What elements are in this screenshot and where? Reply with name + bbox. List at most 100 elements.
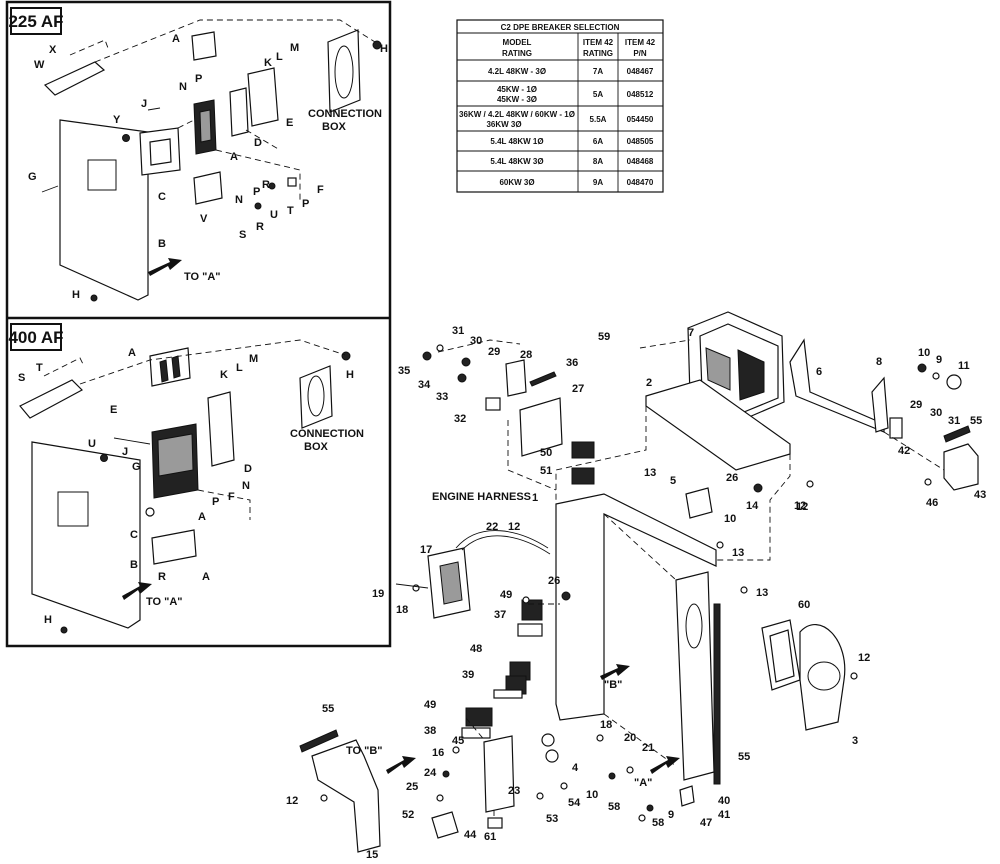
- callout-14: 8: [876, 356, 882, 368]
- letter-400-6: T: [36, 362, 43, 374]
- table-row-5-pn: 048470: [627, 178, 654, 187]
- letter-225-18: R: [256, 221, 264, 233]
- callout-0: 31: [452, 325, 464, 337]
- callout-53: 24: [424, 767, 437, 779]
- label-engine-harness: ENGINE HARNESS: [432, 491, 531, 503]
- letter-225-13: D: [254, 137, 262, 149]
- callout-31: 43: [974, 489, 986, 501]
- callout-7: 33: [436, 391, 448, 403]
- callout-71: 47: [700, 817, 712, 829]
- strip-55-vertical: [713, 603, 721, 785]
- table-row-4-rating: 8A: [593, 157, 603, 166]
- inset-400af: 400 AF TO "A" CONNECTION BOX A K: [8, 323, 364, 634]
- inset-400-title: 400 AF: [8, 328, 63, 347]
- label-to-b: TO "B": [346, 745, 383, 757]
- cover-43: [943, 443, 979, 491]
- table-header-rating-1: ITEM 42: [583, 38, 614, 47]
- callout-6: 34: [418, 379, 431, 391]
- breaker-selection-table: C2 DPE BREAKER SELECTION MODEL RATING IT…: [456, 19, 664, 193]
- part-40: [679, 785, 695, 807]
- letter-225-24: P: [302, 198, 309, 210]
- letter-225-0: A: [172, 33, 180, 45]
- callout-4: 36: [566, 357, 578, 369]
- arrow-to-a-225: [148, 258, 182, 276]
- callout-50: 38: [424, 725, 436, 737]
- callout-73: 40: [718, 795, 730, 807]
- callout-34: 22: [486, 521, 498, 533]
- letter-400-19: A: [202, 571, 210, 583]
- callout-10: 59: [598, 331, 610, 343]
- strip-55-right: [943, 425, 971, 443]
- callout-17: 11: [958, 360, 970, 372]
- screw-h-225-top: [372, 40, 382, 50]
- bracket-6: [789, 338, 885, 433]
- letter-225-3: J: [141, 98, 147, 110]
- table-row-2-rating: 5.5A: [590, 115, 607, 124]
- terminal-a-225-bottom: [193, 171, 223, 205]
- arrow-to-a-400: [122, 582, 152, 600]
- inset-frame: [5, 0, 392, 648]
- block-49-upper: [521, 599, 543, 621]
- plate-d-225: [229, 87, 249, 137]
- label-to-a-400: TO "A": [146, 596, 183, 608]
- callout-66: 10: [586, 789, 598, 801]
- label-to-a-225: TO "A": [184, 271, 221, 283]
- table-row-2-pn: 054450: [627, 115, 654, 124]
- letter-400-7: E: [110, 404, 117, 416]
- table-row-1-model-2: 45KW - 3Ø: [497, 95, 537, 104]
- callout-42: 49: [500, 589, 512, 601]
- relay-50: [571, 441, 595, 459]
- letter-225-26: B: [158, 238, 166, 250]
- letter-225-20: P: [253, 186, 260, 198]
- callout-70: 9: [668, 809, 674, 821]
- table-header-model-1: MODEL: [503, 38, 532, 47]
- duct-3: [799, 624, 846, 731]
- letter-225-22: U: [270, 209, 278, 221]
- terminal-a-400-top: [149, 347, 191, 387]
- callout-67: 58: [608, 801, 620, 813]
- callout-16: 9: [936, 354, 942, 366]
- table-row-0-pn: 048467: [627, 67, 654, 76]
- shield-w-225: [43, 61, 106, 96]
- terminal-a-225-top: [191, 31, 217, 61]
- table-header-pn-1: ITEM 42: [625, 38, 656, 47]
- arrow-to-b: [386, 756, 416, 774]
- part-4a: [541, 733, 555, 747]
- letter-225-21: R: [262, 179, 270, 191]
- callout-9: 27: [572, 383, 584, 395]
- block-49-lower: [465, 707, 493, 727]
- letter-225-8: M: [290, 42, 299, 54]
- letter-400-14: D: [244, 463, 252, 475]
- knob-11: [946, 374, 962, 390]
- letter-400-16: C: [130, 529, 138, 541]
- table-row-1-model-1: 45KW - 1Ø: [497, 85, 537, 94]
- callout-28: 31: [948, 415, 960, 427]
- callout-13: 6: [816, 366, 822, 378]
- callout-32: 46: [926, 497, 938, 509]
- breaker-42: [889, 417, 903, 439]
- callout-35: 1: [532, 492, 538, 504]
- letter-225-11: G: [28, 171, 37, 183]
- callout-57: 12: [286, 795, 298, 807]
- letter-225-12: C: [158, 191, 166, 203]
- part-4b: [545, 749, 559, 763]
- table-header-rating-2: RATING: [583, 49, 613, 58]
- letter-225-16: V: [200, 213, 208, 225]
- label-connection-400-line1: CONNECTION: [290, 428, 364, 440]
- inset-400-title-box: [10, 323, 62, 351]
- letter-400-20: H: [44, 614, 52, 626]
- callout-72: 58: [652, 817, 664, 829]
- letter-400-4: H: [346, 369, 354, 381]
- label-ref-a: "A": [634, 777, 652, 789]
- table-row-0-rating: 7A: [593, 67, 603, 76]
- letter-225-2: W: [34, 59, 45, 71]
- callout-8: 32: [454, 413, 466, 425]
- plate-d-400: [207, 391, 235, 467]
- callout-29: 55: [970, 415, 982, 427]
- letter-225-17: S: [239, 229, 246, 241]
- callout-47: 48: [470, 643, 482, 655]
- arrow-ref-b: [600, 664, 630, 680]
- callout-20: 13: [644, 467, 656, 479]
- letter-400-0: A: [128, 347, 136, 359]
